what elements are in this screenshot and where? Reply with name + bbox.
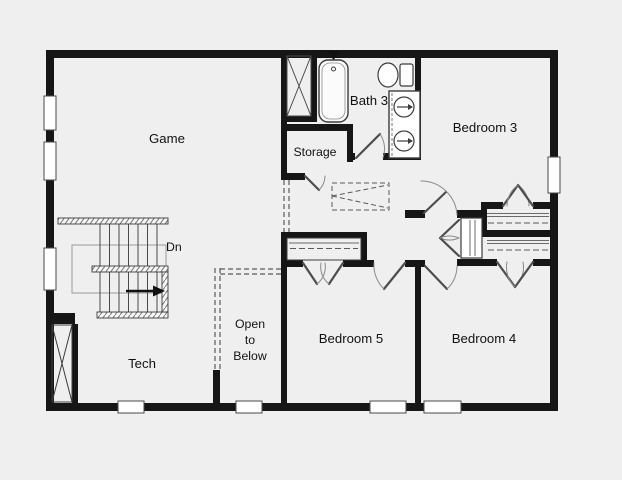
double-sink-vanity	[388, 90, 421, 159]
bath3-label: Bath 3	[350, 93, 388, 108]
storage-door	[303, 174, 326, 192]
bedroom4-closet	[487, 240, 549, 251]
svg-text:to: to	[245, 333, 255, 347]
open-to-below-boundary	[214, 268, 281, 370]
bedroom5-closet	[286, 237, 362, 261]
stair-rail-mid	[91, 265, 169, 273]
toilet	[377, 62, 414, 88]
stair-edge	[161, 271, 169, 313]
stair-direction-arrow	[126, 285, 165, 297]
exterior-walls	[46, 50, 558, 411]
bedroom5-door	[373, 261, 407, 291]
bedroom3-label: Bedroom 3	[453, 120, 518, 135]
bedroom3-closet-doors	[501, 183, 535, 208]
stair-rail-top	[57, 217, 169, 225]
bedroom4-door	[423, 264, 458, 291]
shower	[286, 55, 312, 117]
attic-access	[331, 182, 390, 211]
staircase	[57, 217, 169, 319]
window	[43, 247, 57, 291]
windows	[43, 95, 561, 414]
mechanical-chase	[51, 324, 73, 403]
bath3-door	[354, 132, 386, 160]
window	[43, 141, 57, 181]
bedroom4-closet-doors	[495, 260, 535, 289]
bedroom3-closet	[487, 213, 549, 224]
svg-text:Below: Below	[233, 349, 267, 363]
window	[43, 95, 57, 131]
open-to-below-label: Open to Below	[233, 317, 267, 363]
window	[423, 400, 462, 414]
sink-top	[393, 96, 415, 118]
window	[235, 400, 263, 414]
tech-label: Tech	[128, 356, 156, 371]
bedroom5-label: Bedroom 5	[319, 331, 384, 346]
bedroom3-door	[420, 180, 458, 216]
svg-text:Open: Open	[235, 317, 265, 331]
stair-rail-bottom	[96, 311, 169, 319]
bathtub	[318, 51, 349, 123]
sink-bottom	[393, 130, 415, 152]
bedroom5-closet-doors	[301, 261, 345, 286]
bedroom4-label: Bedroom 4	[452, 331, 517, 346]
tub-spout-arrow	[327, 51, 340, 60]
linen-closet-doors	[438, 218, 461, 258]
window	[369, 400, 407, 414]
stair-treads	[99, 224, 158, 312]
stairs-dn-label: Dn	[166, 240, 182, 254]
tub-faucet	[331, 66, 336, 72]
game-room-label: Game	[149, 131, 185, 146]
storage-label: Storage	[293, 145, 336, 159]
linen-closet	[460, 217, 483, 259]
window	[547, 156, 561, 194]
hall-opening-dashes	[283, 180, 290, 232]
window	[117, 400, 145, 414]
